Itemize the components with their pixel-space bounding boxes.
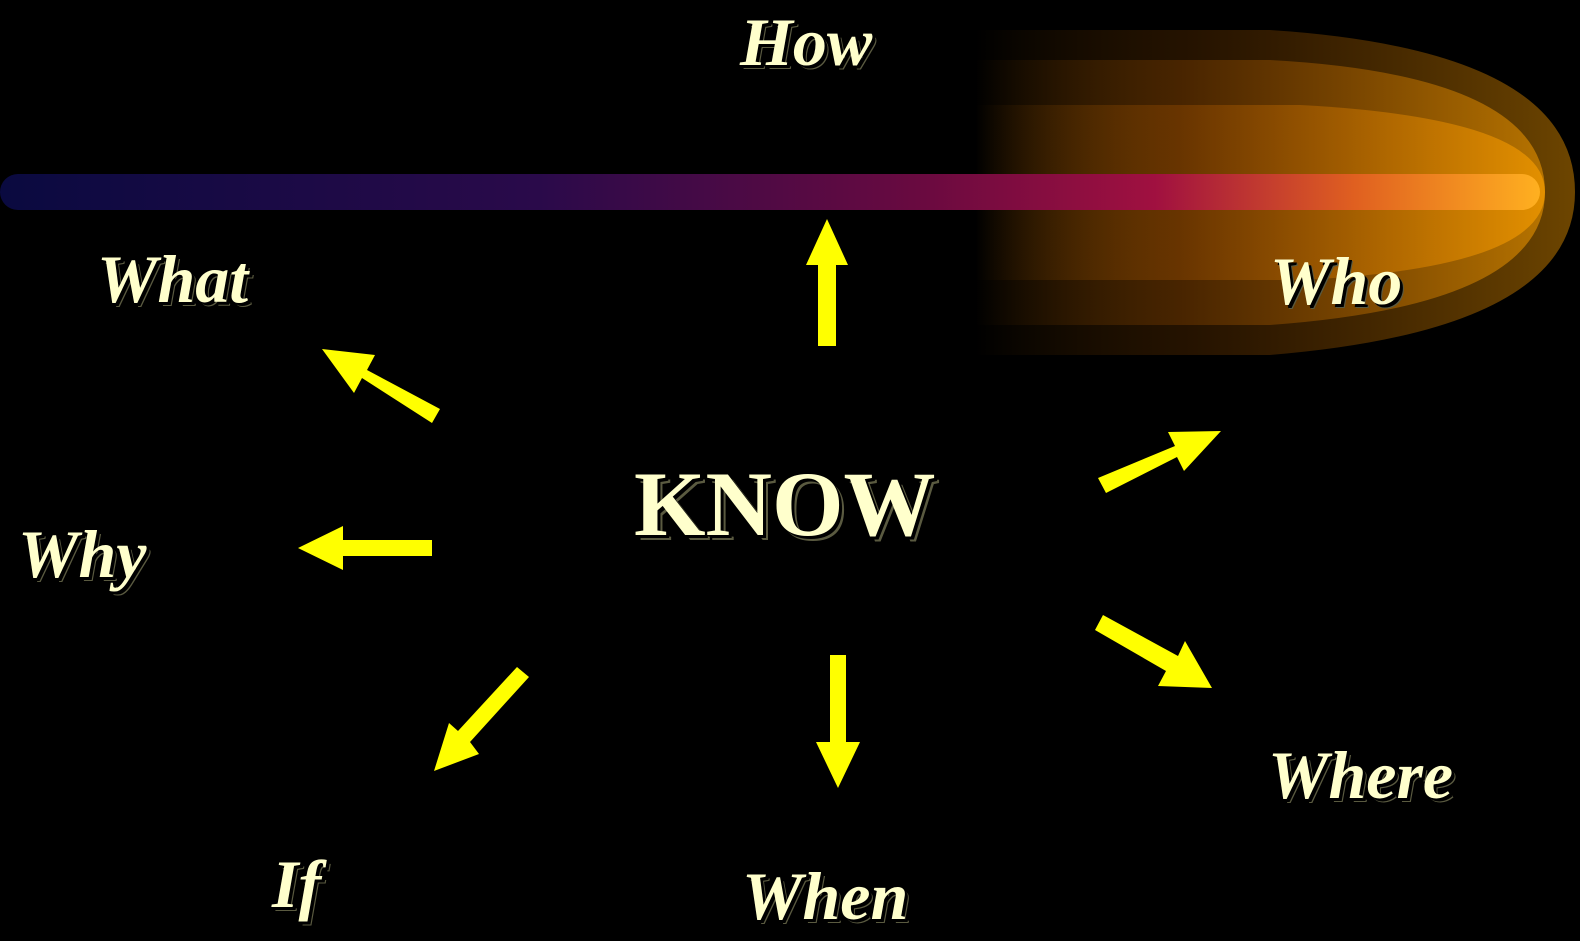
arrow-down-right-icon (1095, 615, 1212, 688)
arrow-up-right-icon (1098, 431, 1221, 493)
comet-line (0, 174, 1540, 210)
arrow-left-icon (298, 526, 432, 570)
word-when: When (742, 862, 908, 930)
arrow-down-icon (816, 655, 860, 788)
arrow-down-left-icon (434, 667, 529, 771)
word-who: Who (1270, 247, 1402, 315)
arrow-up-icon (806, 219, 848, 346)
word-what: What (97, 245, 248, 313)
word-why: Why (18, 520, 146, 588)
word-if: If (272, 850, 321, 918)
center-word-know: KNOW (634, 458, 936, 550)
word-how: How (740, 8, 872, 76)
arrow-up-left-icon (322, 349, 440, 423)
word-where: Where (1268, 741, 1453, 809)
